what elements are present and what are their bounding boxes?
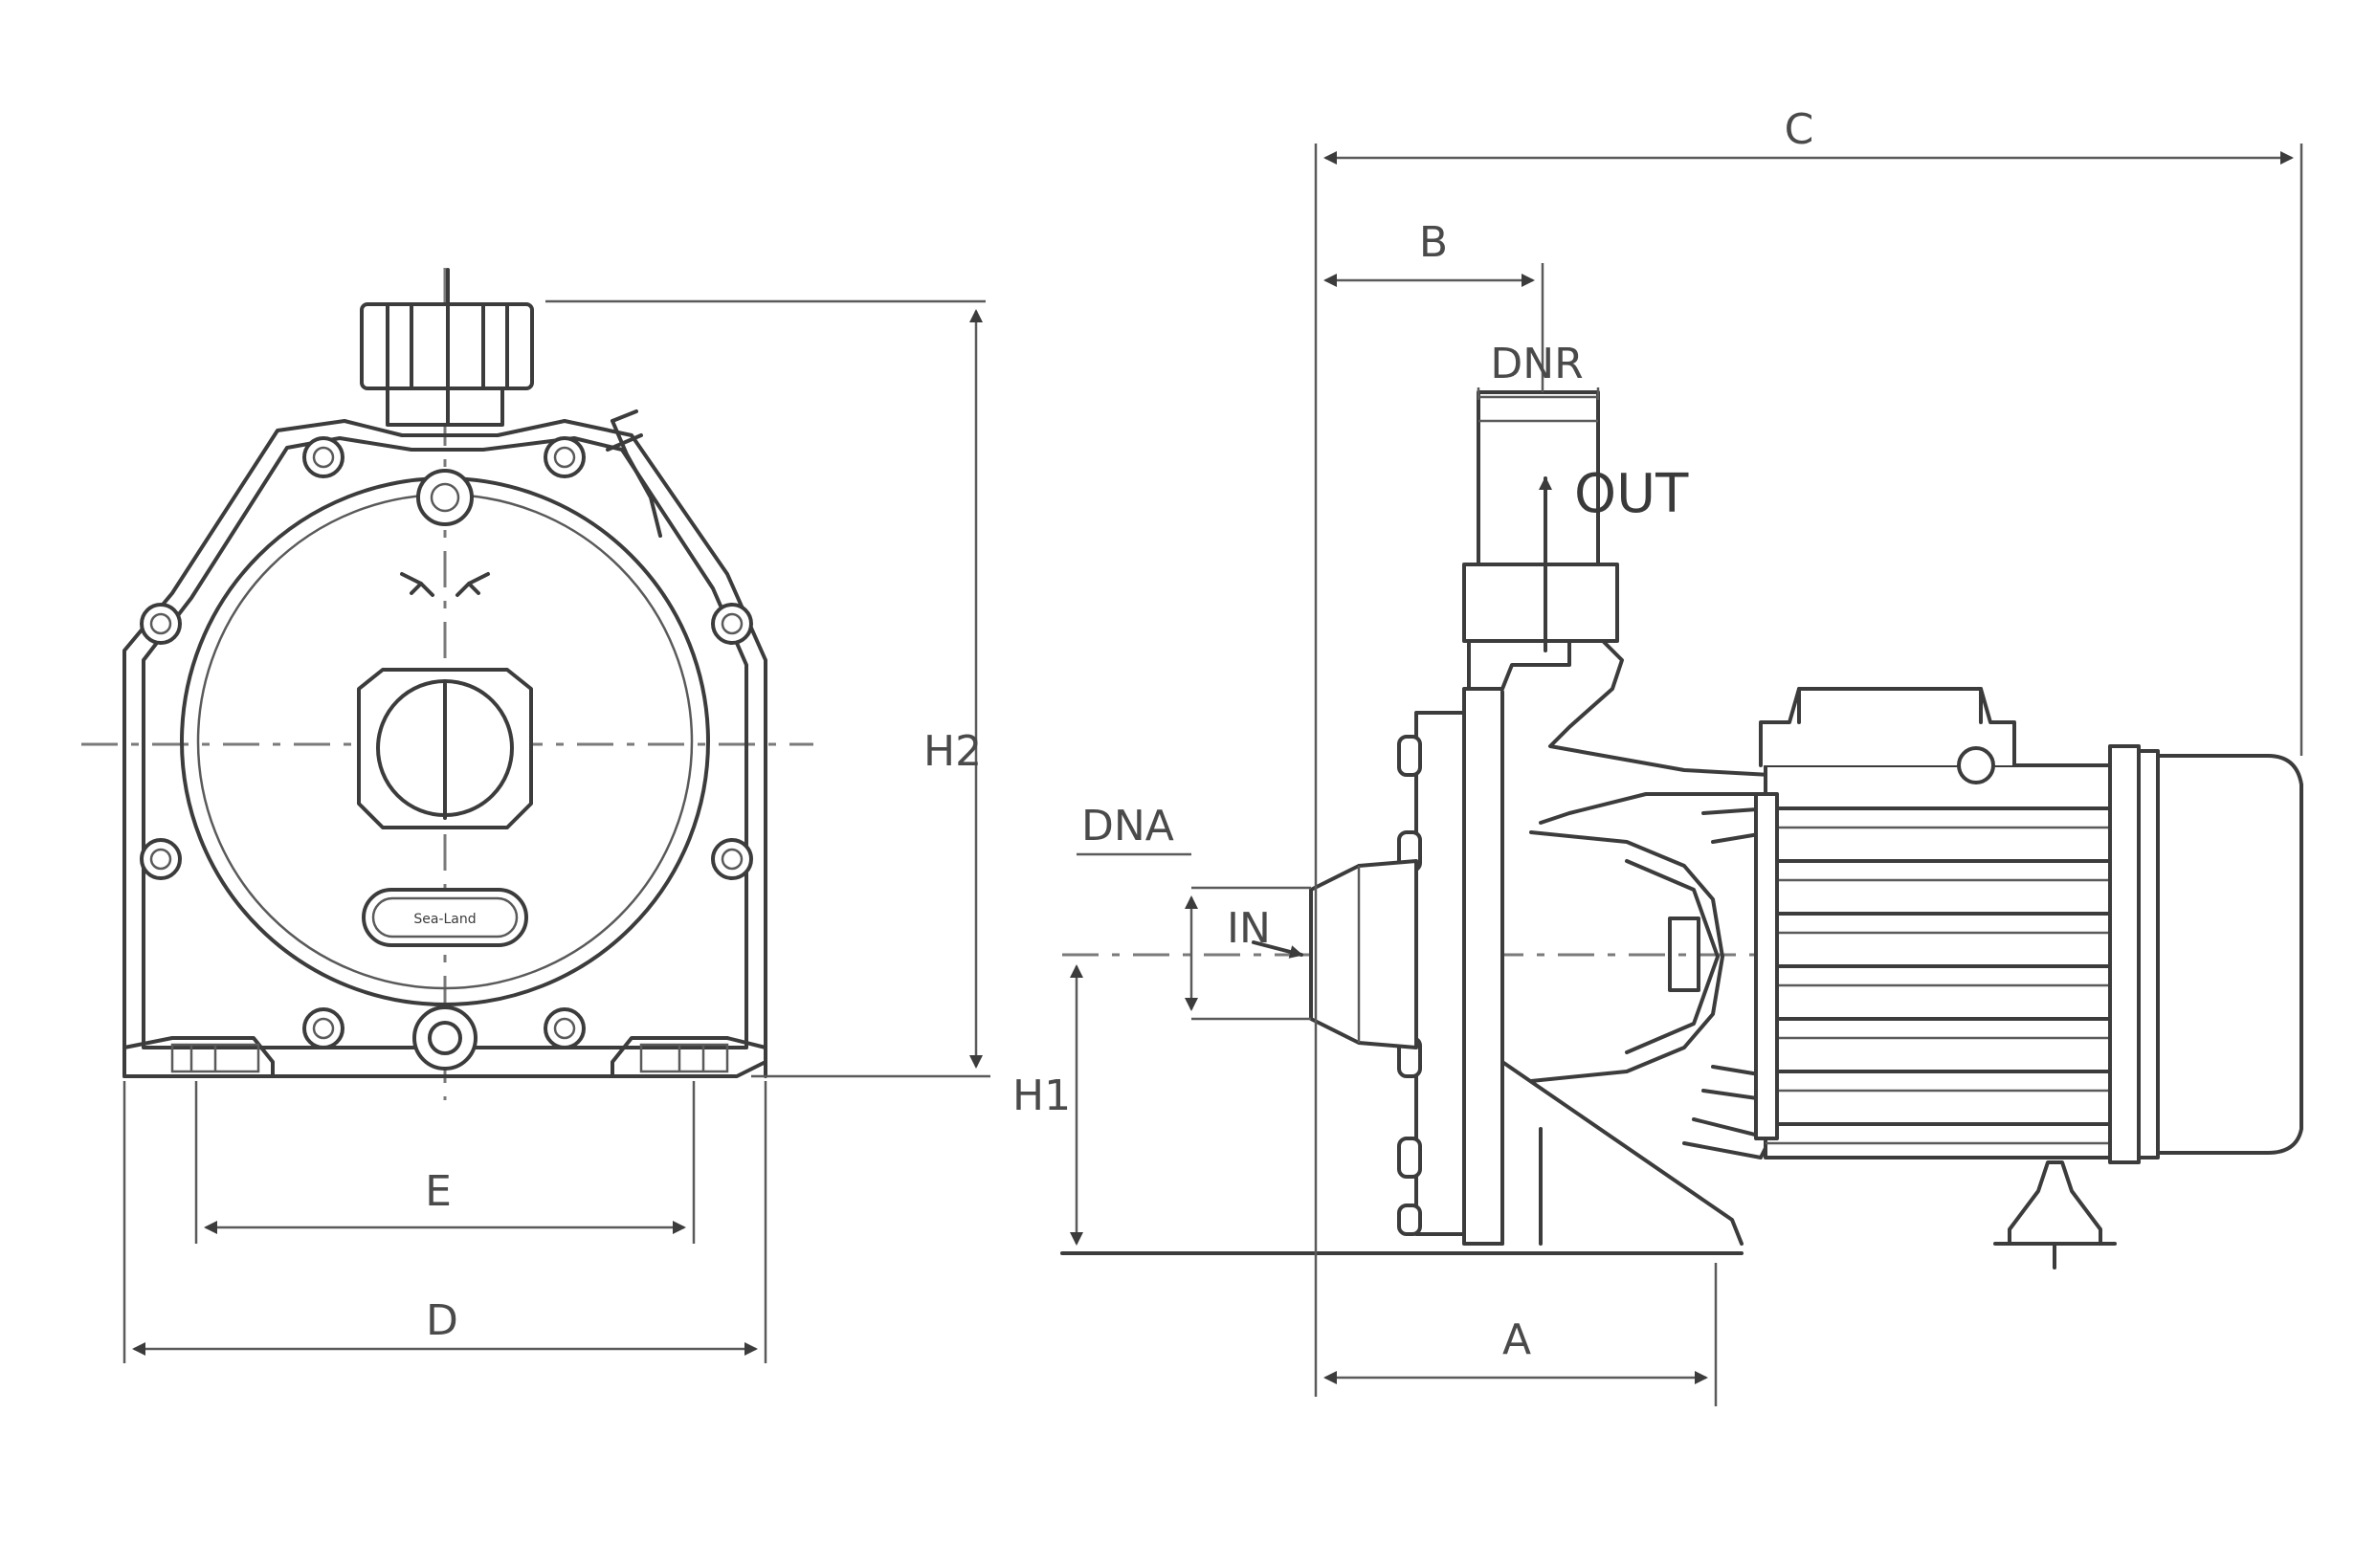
front-outlet-fitting bbox=[360, 268, 534, 427]
front-bolts bbox=[140, 436, 753, 1049]
front-inlet bbox=[357, 668, 533, 829]
label-dnr: DNR bbox=[1490, 340, 1583, 388]
side-dimensions bbox=[1070, 144, 2303, 1406]
label-c: C bbox=[1785, 105, 1814, 154]
label-h1: H1 bbox=[1012, 1071, 1071, 1120]
priming-plug bbox=[416, 409, 662, 538]
rotation-arrow-icon bbox=[400, 572, 490, 597]
drain-plug bbox=[412, 1005, 478, 1071]
label-b: B bbox=[1419, 218, 1448, 267]
side-view bbox=[1060, 390, 2316, 1270]
motor bbox=[1754, 687, 2303, 1270]
label-dna: DNA bbox=[1081, 802, 1174, 850]
svg-text:Sea-Land: Sea-Land bbox=[413, 912, 476, 927]
label-e: E bbox=[425, 1167, 452, 1216]
label-h2: H2 bbox=[923, 727, 982, 776]
brand-logo: Sea-Land bbox=[362, 888, 528, 947]
label-in: IN bbox=[1227, 904, 1271, 953]
front-view: Sea-Land bbox=[81, 268, 813, 1100]
label-d: D bbox=[426, 1296, 458, 1345]
label-out: OUT bbox=[1574, 463, 1689, 525]
label-a: A bbox=[1502, 1315, 1531, 1364]
front-dimensions bbox=[122, 299, 990, 1363]
